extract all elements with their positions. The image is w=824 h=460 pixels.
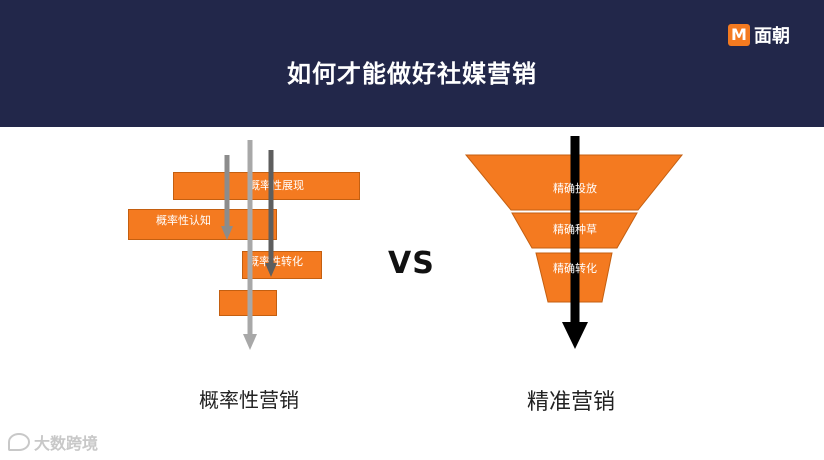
bar-label: 概率性认知 — [156, 214, 211, 227]
watermark: 大数跨境 — [8, 430, 98, 454]
bar-probabilistic-conversion: 概率性转化 — [242, 251, 322, 279]
arrow-head-center — [243, 334, 257, 350]
funnel-label-2: 精确种草 — [553, 223, 597, 236]
arrow-head-right — [265, 263, 277, 277]
brand-name: 面朝 — [754, 26, 790, 47]
page-title: 如何才能做好社媒营销 — [287, 60, 537, 88]
caption-precision: 精准营销 — [527, 390, 616, 415]
funnel-label-3: 精确转化 — [553, 262, 597, 275]
bar-probabilistic-exposure: 概率性展现 — [173, 172, 360, 200]
header-banner — [0, 0, 824, 127]
watermark-logo-icon — [8, 433, 30, 451]
funnel-arrow-head — [562, 322, 588, 349]
watermark-text: 大数跨境 — [34, 434, 99, 453]
brand-mark-icon: M — [728, 24, 750, 46]
brand-logo: M 面朝 — [728, 22, 790, 48]
bar-label: 概率性转化 — [248, 255, 303, 268]
bar-label: 概率性展现 — [249, 179, 304, 192]
arrow-head-left — [221, 226, 233, 240]
caption-probabilistic: 概率性营销 — [199, 388, 299, 412]
funnel-label-1: 精确投放 — [553, 182, 597, 195]
vs-label: VS — [388, 246, 435, 281]
